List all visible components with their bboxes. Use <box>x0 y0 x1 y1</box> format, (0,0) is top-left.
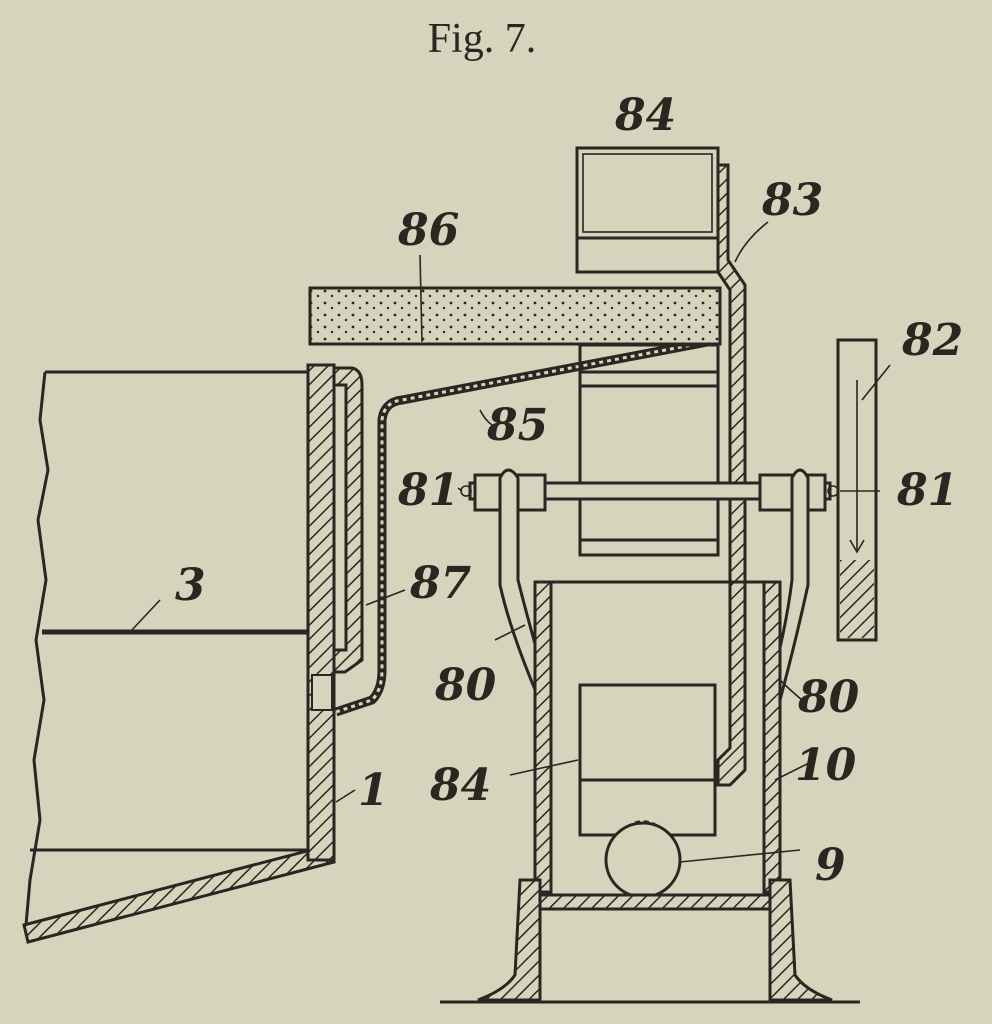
cylinder-10 <box>533 580 782 894</box>
label-80-right: 80 <box>797 672 860 723</box>
label-82: 82 <box>901 315 963 366</box>
label-9: 9 <box>815 840 846 891</box>
label-84-top: 84 <box>614 90 676 141</box>
middle-block <box>578 343 720 557</box>
label-81-right: 81 <box>896 465 958 516</box>
label-87: 87 <box>409 558 472 609</box>
label-86: 86 <box>397 205 459 256</box>
base <box>440 878 860 1004</box>
leader-lines <box>129 221 891 863</box>
figure-title: Fig. 7. <box>428 16 537 62</box>
box-84-top <box>575 146 720 274</box>
channel-87 <box>332 366 364 674</box>
label-80-left: 80 <box>434 660 497 711</box>
insulation-86 <box>308 286 722 346</box>
ball-9 <box>604 821 682 899</box>
label-3: 3 <box>175 560 206 611</box>
block-84-lower <box>578 683 717 837</box>
column-83 <box>716 163 747 787</box>
label-85: 85 <box>486 400 548 451</box>
label-1: 1 <box>358 765 389 816</box>
tank-1 <box>22 363 336 944</box>
label-81-left: 81 <box>397 465 459 516</box>
label-83: 83 <box>761 175 823 226</box>
label-10: 10 <box>795 740 857 791</box>
wheel-82 <box>836 338 878 642</box>
label-84-lower: 84 <box>429 760 491 811</box>
fork-80-right <box>766 468 810 702</box>
